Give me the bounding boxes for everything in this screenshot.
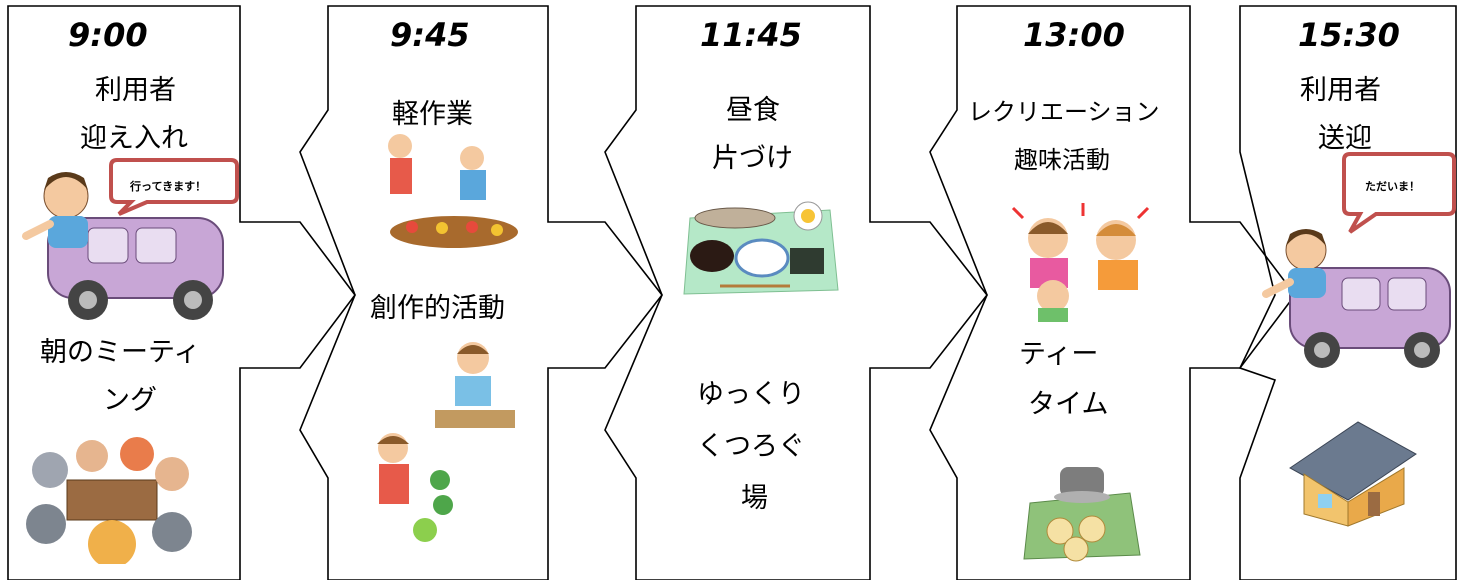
time-2: 9:45 bbox=[390, 16, 470, 54]
label-3-b: 片づけ bbox=[712, 143, 793, 174]
house-icon bbox=[1289, 421, 1417, 527]
panel-4-outline bbox=[929, 5, 1297, 580]
label-5-a: 利用者 bbox=[1300, 75, 1381, 106]
speech-text-2: ただいま！ bbox=[1365, 180, 1420, 193]
panel-1-outline bbox=[7, 5, 357, 580]
car-driver-icon-2 bbox=[1262, 229, 1451, 368]
crafting-kids-icon bbox=[377, 342, 515, 542]
speech-bubble-2 bbox=[1342, 152, 1456, 234]
label-4-b: 趣味活動 bbox=[1014, 146, 1110, 174]
label-2-b: 創作的活動 bbox=[370, 293, 505, 324]
lunch-tray-icon bbox=[683, 201, 839, 295]
time-1: 9:00 bbox=[68, 16, 148, 54]
label-1-b: 迎え入れ bbox=[80, 123, 188, 154]
speech-bubble-1 bbox=[109, 158, 239, 216]
tea-sweets-icon bbox=[1023, 467, 1141, 562]
karaoke-icon bbox=[1011, 203, 1150, 322]
label-3-a: 昼食 bbox=[726, 95, 780, 126]
label-3-d: くつろぐ bbox=[697, 431, 805, 462]
time-3: 11:45 bbox=[700, 16, 802, 54]
label-5-b: 送迎 bbox=[1318, 123, 1372, 154]
time-4: 13:00 bbox=[1023, 16, 1125, 54]
time-5: 15:30 bbox=[1298, 16, 1400, 54]
label-1-a: 利用者 bbox=[95, 75, 176, 106]
label-4-c: ティー bbox=[1019, 339, 1099, 370]
panel-3-outline bbox=[604, 5, 989, 580]
label-3-e: 場 bbox=[741, 483, 768, 514]
label-1-d: ング bbox=[103, 385, 157, 416]
car-driver-icon bbox=[22, 172, 224, 320]
label-1-c: 朝のミーティ bbox=[40, 337, 201, 368]
label-3-c: ゆっくり bbox=[697, 379, 805, 410]
meeting-table-icon bbox=[26, 437, 192, 564]
label-4-d: タイム bbox=[1028, 389, 1109, 420]
label-4-a: レクリエーション bbox=[968, 98, 1160, 126]
gardening-kids-icon bbox=[388, 134, 518, 248]
speech-text-1: 行ってきます！ bbox=[130, 180, 207, 193]
panel-5-outline bbox=[1238, 5, 1457, 580]
label-2-a: 軽作業 bbox=[392, 99, 473, 130]
panel-2-outline bbox=[299, 5, 664, 580]
